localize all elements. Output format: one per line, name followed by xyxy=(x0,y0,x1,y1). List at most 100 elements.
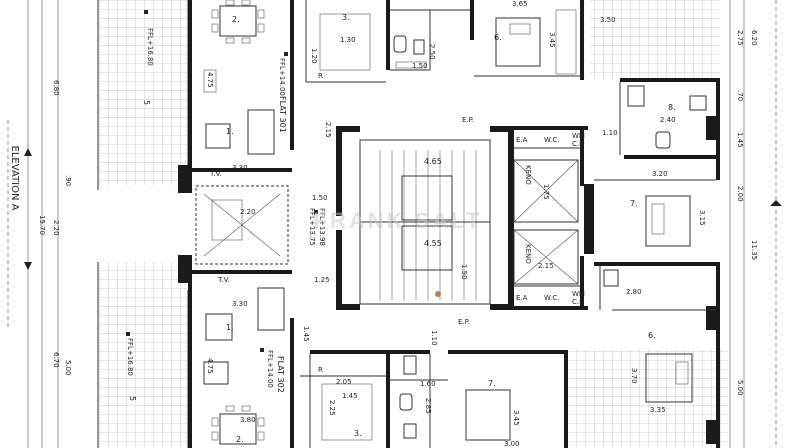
dim-15-70: 15.70 xyxy=(38,215,46,235)
wm-top: WM xyxy=(572,132,585,140)
dim-2-15: 2.15 xyxy=(538,262,554,270)
terrace-top: FFL+16.80 5 xyxy=(97,0,189,190)
room-2-bottom: 2. xyxy=(236,435,244,444)
dim-4-65: 4.65 xyxy=(424,157,442,166)
room-7-top: 7. xyxy=(630,199,638,208)
stair-core: 4.65 4.55 1.50 xyxy=(359,139,491,305)
flat-302-name: FLAT 302 xyxy=(276,356,285,393)
wm-bottom: WM xyxy=(572,290,585,298)
dim-11-35: 11.35 xyxy=(750,240,758,260)
bath-bottom: 1.60 2.85 xyxy=(399,355,436,439)
sofa-bottom xyxy=(257,287,285,331)
landing-level-1: FFL+13.98 xyxy=(318,208,326,246)
lift-shaft: 2.20 1.50 1.25 xyxy=(195,185,330,284)
elevation-axis: ELEVATION A 6.80 15.70 2.20 6.70 5.00 .9… xyxy=(7,0,72,448)
dim-1-50-stair: 1.50 xyxy=(460,264,468,280)
tv-bottom: T.V. xyxy=(217,276,230,284)
ea-top: E.A xyxy=(516,136,528,144)
dim-3-45-bottom: 3.45 xyxy=(512,410,520,426)
r-mark-bottom: R xyxy=(318,366,323,374)
dim-6-20: 6.20 xyxy=(750,30,758,46)
dim-2-05: 2.05 xyxy=(336,378,352,386)
bedroom-7-top: 7. 3.20 3.15 xyxy=(630,170,706,247)
dim-3-35: 3.35 xyxy=(650,406,666,414)
dim-1-30: 1.30 xyxy=(340,36,356,44)
dim-3-65: 3.65 xyxy=(512,0,528,8)
bedroom-6-top: 6. 3.65 3.45 xyxy=(494,0,577,75)
dim-1-25: 1.25 xyxy=(314,276,330,284)
flat-301-name: FLAT 301 xyxy=(278,96,287,133)
dim-5-00-a: 5.00 xyxy=(64,360,72,376)
dim-4-75-top: 4.75 xyxy=(206,72,214,88)
dim-2-20-lift: 2.20 xyxy=(240,208,256,216)
dim-1-75: 1.75 xyxy=(542,184,550,200)
dim-3-30-top: 3.30 xyxy=(232,164,248,172)
dim-5-00-right: 5.00 xyxy=(736,380,744,396)
room-1-bottom: 1. xyxy=(226,323,234,332)
room-5-top: 5 xyxy=(142,100,151,105)
stair-treads xyxy=(360,150,490,300)
bath-top: 2.50 1.50 xyxy=(393,35,436,70)
cd-bottom: C.D xyxy=(572,298,585,306)
room-3-bottom-label: 3. xyxy=(354,429,362,438)
dim-0-90: .90 xyxy=(64,175,72,186)
room-3-top: 3. 1.30 1.20 R xyxy=(310,13,371,80)
room-2-top: 2. xyxy=(232,15,240,24)
sofa-top xyxy=(247,109,275,155)
dim-2-85: 2.85 xyxy=(424,398,432,414)
room-3-bottom: R 2.05 1.45 2.25 3. xyxy=(318,366,373,441)
dim-1-45-right: 1.45 xyxy=(736,132,744,148)
dim-3-50: 3.50 xyxy=(600,16,616,24)
dim-3-70: 3.70 xyxy=(630,368,638,384)
dim-2-25: 2.25 xyxy=(328,400,336,416)
flat-301: FLAT 301 FFL+14.00 2. 1. 4.75 3.30 T.V. xyxy=(203,0,288,178)
flat-301-level: FFL+14.00 xyxy=(278,58,286,96)
dim-1-50-bath: 1.50 xyxy=(412,62,428,70)
dim-1-45-bottom: 1.45 xyxy=(342,392,358,400)
flat-302: T.V. 3.30 1. 4.75 FLAT 302 FFL+14.00 3.8… xyxy=(203,276,285,445)
room-1-top: 1. xyxy=(226,127,234,136)
keno-lower: KENO xyxy=(524,244,532,264)
dim-3-00-bottom: 3.00 xyxy=(504,440,520,448)
dim-3-30-bottom: 3.30 xyxy=(232,300,248,308)
watermark: FRANK SALT xyxy=(314,208,483,233)
bedroom-7-bottom: 7. 3.45 3.00 xyxy=(465,379,520,448)
dim-1-60: 1.60 xyxy=(420,380,436,388)
dim-2-50: 2.50 xyxy=(428,44,436,60)
dim-3-20: 3.20 xyxy=(652,170,668,178)
dim-1-10-top: 1.10 xyxy=(602,129,618,137)
cd-top: C.D xyxy=(572,140,585,148)
ep-top: E.P. xyxy=(462,116,474,124)
terrace-top-level: FFL+16.80 xyxy=(146,28,154,66)
wc-bottom: W.C. xyxy=(544,294,559,302)
ep-bottom: E.P. xyxy=(458,318,470,326)
bath-8: 8. 2.40 1.10 xyxy=(602,85,707,149)
terrace-bottom-level: FFL+16.80 xyxy=(126,338,134,376)
room-5-bottom: 5 xyxy=(128,396,137,401)
dim-1-20: 1.20 xyxy=(310,48,318,64)
terrace-right-top xyxy=(590,0,720,80)
dim-4-75-bottom: 4.75 xyxy=(206,358,214,374)
elevation-label: ELEVATION A xyxy=(9,146,20,211)
room-6-bottom: 6. xyxy=(648,331,656,340)
keno-shafts: KENO KENO 1.75 2.15 xyxy=(513,159,579,285)
wc-top: W.C. xyxy=(544,136,559,144)
flat-302-level: FFL+14.00 xyxy=(266,350,274,388)
room-7-bottom: 7. xyxy=(488,379,496,388)
dim-6-70: 6.70 xyxy=(52,352,60,368)
walls xyxy=(178,0,720,448)
dim-4-55: 4.55 xyxy=(424,239,442,248)
keno-upper: KENO xyxy=(524,165,532,185)
bedroom-6-bottom: 6. 3.70 3.35 2.80 xyxy=(603,269,693,414)
r-mark-top: R xyxy=(318,72,323,80)
dim-2-80: 2.80 xyxy=(626,288,642,296)
dim-2-15-vert: 2.15 xyxy=(324,122,332,138)
dim-1-45-stair: 1.45 xyxy=(302,326,310,342)
landing-level-2: FFL+13.75 xyxy=(308,208,316,246)
dim-2-75: 2.75 xyxy=(736,30,744,46)
dim-2-20: 2.20 xyxy=(52,220,60,236)
room-6-top: 6. xyxy=(494,33,502,42)
dim-1-10-bottom: 1.10 xyxy=(430,330,438,346)
dim-3-80: 3.80 xyxy=(240,416,256,424)
ea-bottom: E.A xyxy=(516,294,528,302)
